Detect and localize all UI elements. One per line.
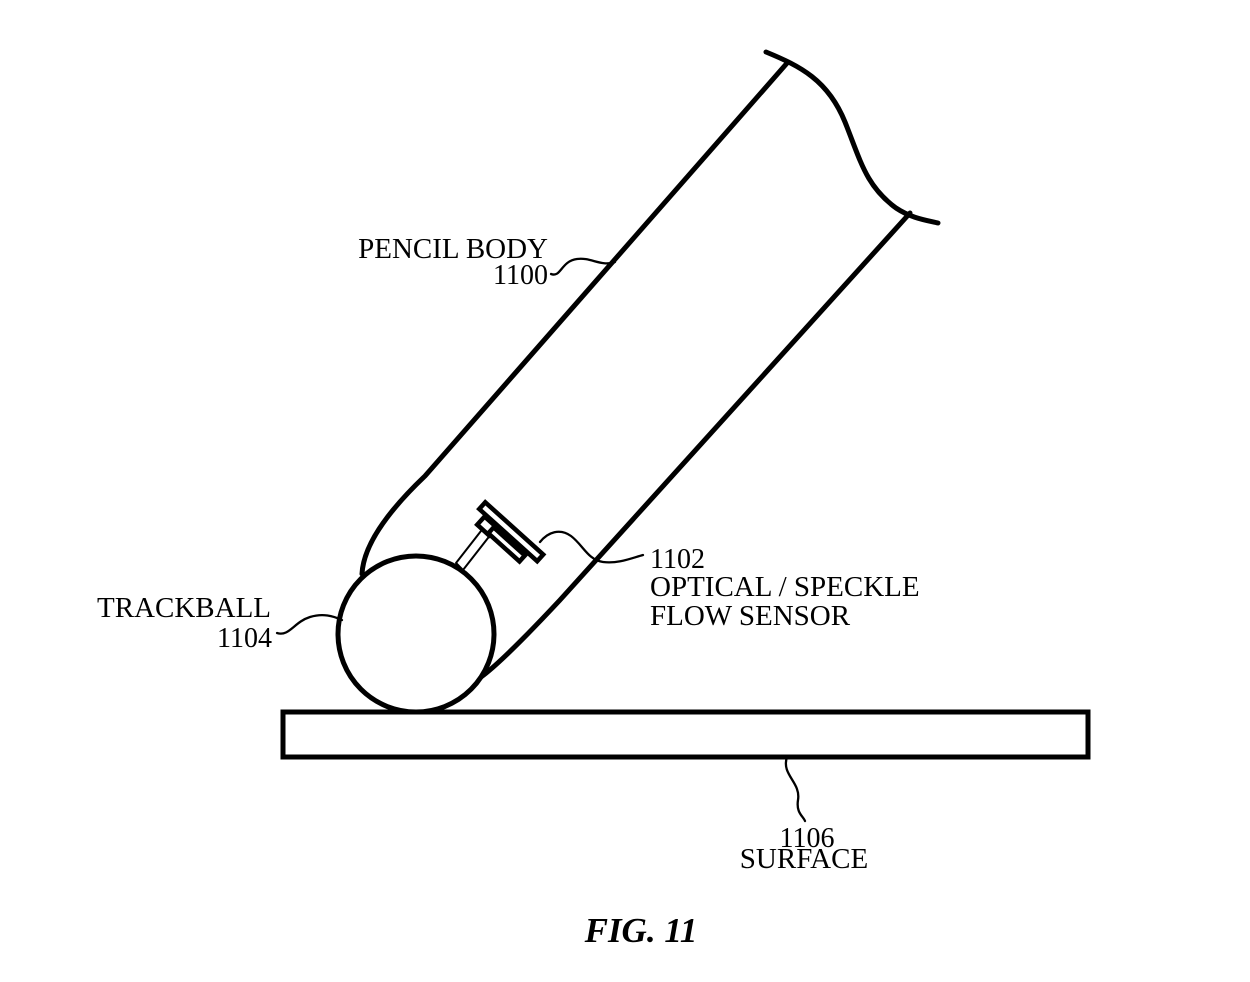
flow-sensor-ref: 1102 [650,544,705,575]
surface-rect [280,709,1091,760]
pencil-body-ref: 1100 [493,260,548,291]
surface-label: SURFACE [740,843,868,875]
trackball-ref: 1104 [217,623,272,654]
pencil-body-right-edge [478,210,913,680]
flow-sensor-assembly [474,499,547,565]
leader-1106 [784,755,807,823]
flow-sensor-label-line2: FLOW SENSOR [650,600,851,632]
pencil-body-left-edge [359,59,791,577]
trackball-label: TRACKBALL [97,592,271,624]
figure-caption: FIG. 11 [584,911,698,950]
surface-ref: 1106 [780,823,835,854]
sensor-lower-plate [485,524,529,565]
leader-1104 [275,613,344,635]
leader-1102 [538,530,645,564]
sensor-main-plate [476,499,547,565]
pencil-body-break-line [763,49,941,226]
trackball-circle [335,553,497,715]
pencil-body-label: PENCIL BODY [358,233,548,265]
flow-sensor-label-line1: OPTICAL / SPECKLE [650,571,920,603]
leader-1100 [549,257,617,276]
